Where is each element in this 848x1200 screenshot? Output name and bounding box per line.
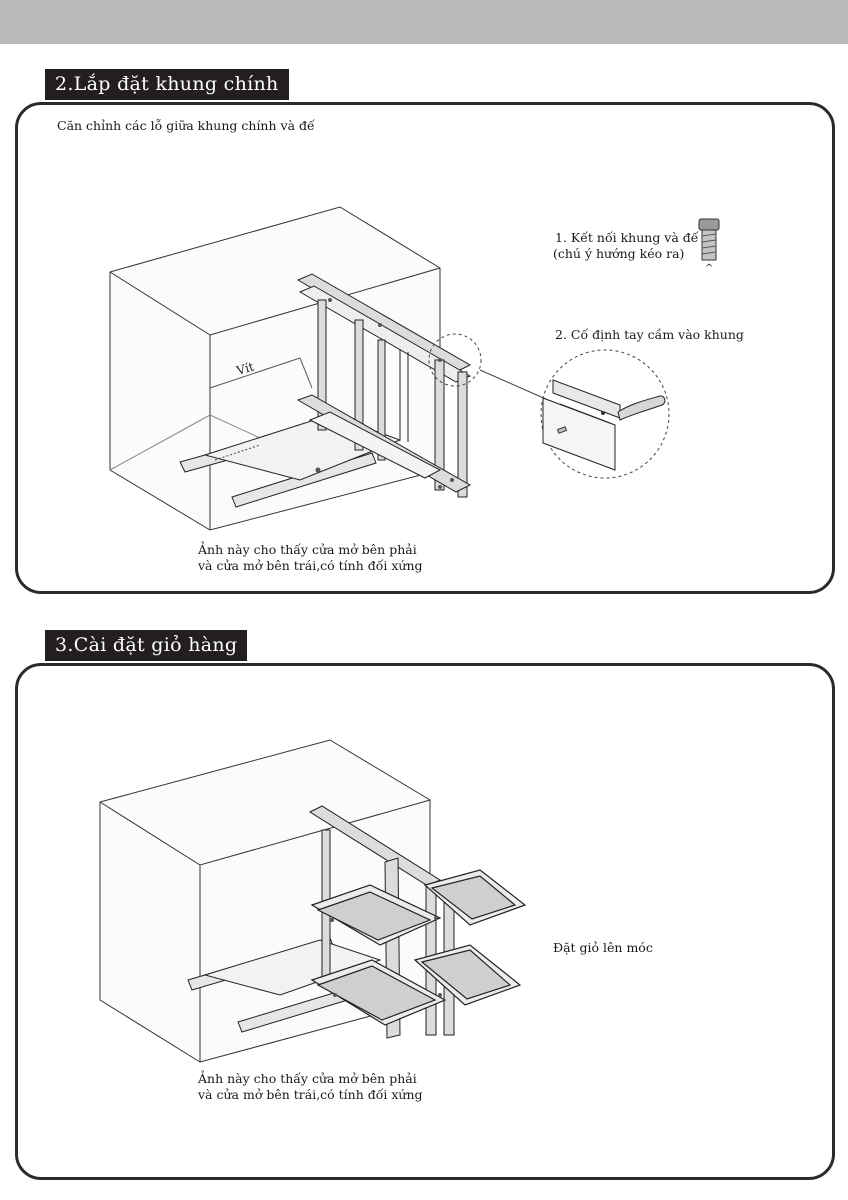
section2-note-line2: và cửa mở bên trái,có tính đối xứng [198,558,423,573]
screw-label: Vít [234,360,256,379]
section2-frame-diagram: Vít [109,206,720,531]
section3-title: 3.Cài đặt giỏ hàng [45,630,248,661]
top-header-bar [0,0,848,44]
section3-note-line2: và cửa mở bên trái,có tính đối xứng [198,1087,423,1102]
section2-note-line1: Ảnh này cho thấy cửa mở bên phải [198,542,417,557]
step1-line2: (chú ý hướng kéo ra) [553,246,685,261]
section3-note-line1: Ảnh này cho thấy cửa mở bên phải [198,1071,417,1086]
basket-label: Đặt giỏ lên móc [553,940,653,955]
handle-icon [601,395,666,421]
step2-label: 2. Cố định tay cầm vào khung [555,327,744,342]
section2-panel [15,102,835,594]
step1-line1: 1. Kết nối khung và đế [555,230,699,245]
section2-title: 2.Lắp đặt khung chính [45,69,289,100]
bolt-icon [698,218,720,261]
step1-arrow: ^ [705,263,714,274]
section3-panel [15,663,835,1180]
section2-intro: Căn chỉnh các lỗ giữa khung chính và đế [57,118,315,133]
